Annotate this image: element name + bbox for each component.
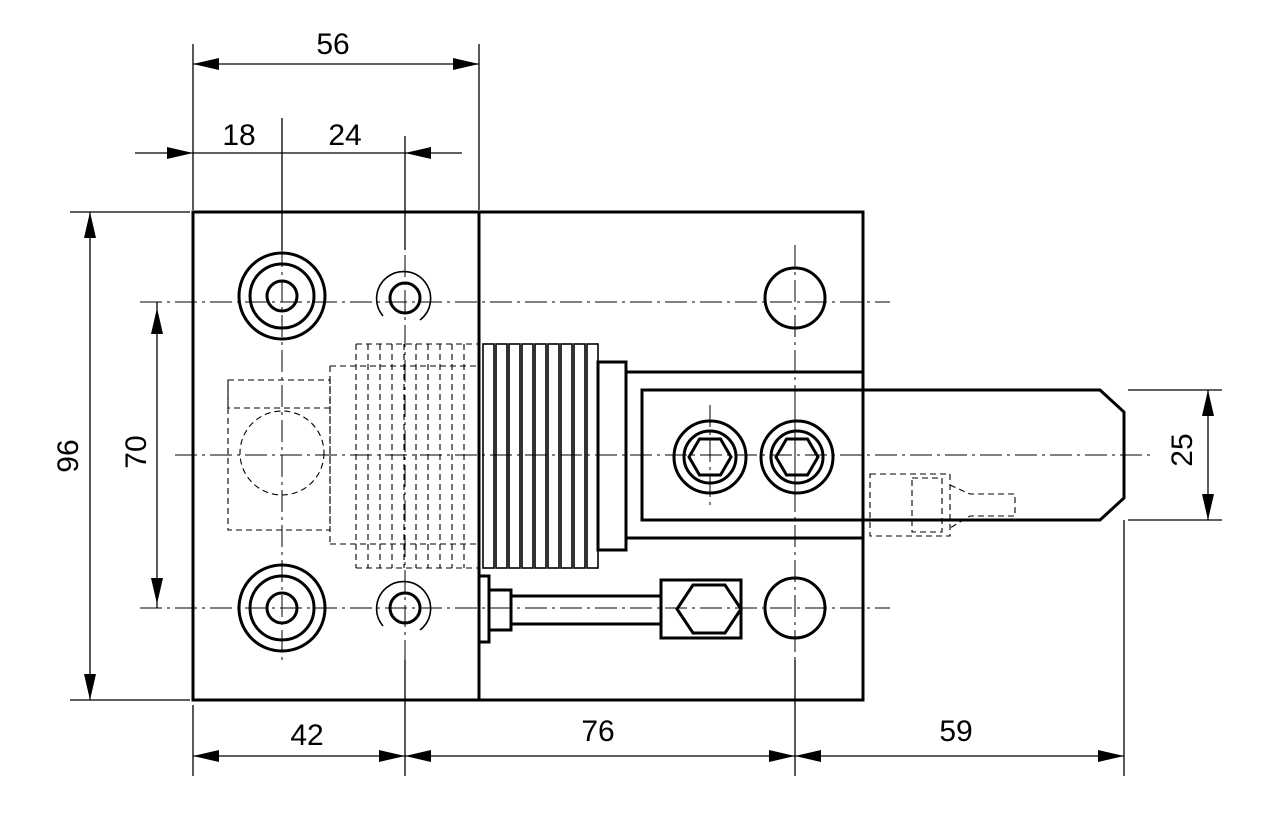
cable-gland	[477, 574, 743, 644]
bellows-hidden	[355, 343, 479, 569]
left-mounting-block	[191, 210, 481, 702]
hex-socket-screw-icon	[759, 419, 835, 495]
threaded-hole-icon	[375, 580, 432, 631]
dim-top-left-offset: 18	[222, 119, 255, 152]
dim-mount-hole-spacing: 70	[120, 435, 153, 468]
mount-hole-icon	[763, 576, 827, 640]
mount-hole-icon	[763, 266, 827, 330]
dim-tip-height: 25	[1166, 433, 1199, 466]
dim-bottom-mid-segment: 76	[581, 715, 614, 748]
bellows-visible	[482, 343, 628, 569]
dim-bottom-right-segment: 59	[939, 715, 972, 748]
threaded-hole-icon	[375, 270, 432, 321]
counterbored-hole-icon	[237, 563, 327, 653]
counterbored-hole-icon	[237, 251, 327, 341]
dim-overall-height: 96	[52, 439, 85, 472]
dim-top-hole-spacing: 24	[328, 119, 361, 152]
dim-overall-top-width: 56	[316, 28, 349, 61]
load-beam	[624, 370, 1126, 540]
right-mounting-block	[477, 210, 865, 702]
hex-socket-screw-icon	[672, 419, 748, 495]
dim-bottom-left-segment: 42	[290, 719, 323, 752]
dimension-lines	[70, 44, 1222, 776]
